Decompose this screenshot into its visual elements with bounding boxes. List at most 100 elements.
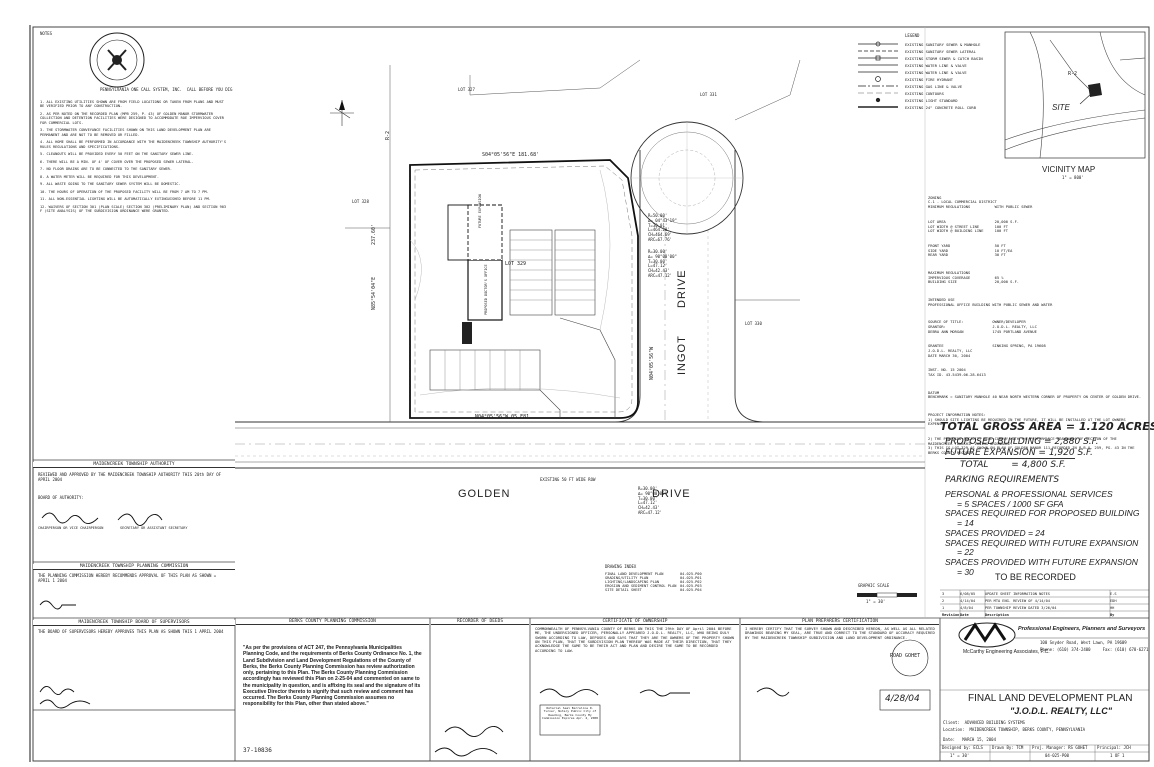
legend-list: EXISTING SANITARY SEWER & MANHOLE EXISTI… [905,41,983,111]
street-name-ingot-drive: DRIVE [676,269,688,308]
total-divider [945,458,1075,459]
bearing-left: N85°54'04"E [371,276,377,310]
street-name-ingot: INGOT [676,335,688,375]
authority-chair: CHAIRPERSON OR VICE CHAIRPERSON [38,526,104,530]
future-expansion: FUTURE EXPANSION = 1,920 S.F. [945,448,1093,458]
street-name-drive: DRIVE [652,488,691,500]
firm-phone: Phone: (610) 374-2400 Fax: (610) 678-627… [1040,647,1149,652]
authority-secretary: SECRETARY OR ASSISTANT SECRETARY [120,526,188,530]
preparer-date: 4/28/04 [885,694,920,704]
client-line: Client: ADVANCED BUILDING SYSTEMS [943,720,1025,725]
county-text: "As per the provisions of ACT 247, the P… [243,645,422,708]
existing-row-label: EXISTING 50 FT WIDE ROW [540,477,596,482]
note-item: 12. WAIVERS OF SECTION 301 (PLAN SCALE) … [40,204,227,214]
date-line: Date: MARCH 15, 2004 [943,737,996,742]
legend-item: EXISTING WATER LINE & VALVE [905,63,967,68]
note-item: 11. ALL NON-ESSENTIAL LIGHTING WILL BE A… [40,197,211,202]
drawing-index-title: DRAWING INDEX [605,564,637,569]
street-name-golden: GOLDEN [458,488,511,500]
authority-text: REVIEWED AND APPROVED BY THE MAIDENCREEK… [38,472,222,482]
ownership-text: COMMONWEALTH OF PENNSYLVANIA COUNTY OF B… [535,626,734,653]
deeds-title: RECORDER OF DEEDS [431,619,529,625]
legend-item: EXISTING GAS LINE & VALVE [905,84,963,89]
note-item: 4. ALL HOME SHALL BE PERFORMED IN ACCORD… [40,140,227,149]
curve-data-1: R=50.00'Δ= 04°43'19"T=30.01' L=464.28'CH… [648,213,677,242]
bearing-left-length: 237.60' [371,223,377,245]
sheet-number: 1 OF 1 [1110,753,1125,758]
note-item: 5. CLEANOUTS WILL BE PROVIDED EVERY 50 F… [40,152,194,157]
job-number: 04-025-P00 [1045,753,1070,758]
county-number: 37-10836 [243,747,272,754]
lot-label: LOT 330 [745,321,762,326]
engineer-seal: ROAD GOHET [890,653,921,659]
project-manager: Proj. Manager: RS GOHET [1032,745,1088,750]
building-label: PROPOSED DOCTOR'S OFFICE [484,264,488,315]
authority-title: MAIDENCREEK TOWNSHIP AUTHORITY [33,462,235,468]
curve-data-2: R=30.00'Δ= 90°00'00"T=30.00' L=47.12'CH=… [648,249,677,278]
parking-title: PARKING REQUIREMENTS [945,475,1060,485]
bearing-top: S04°05'56"E 181.68' [482,152,540,158]
to-be-recorded: TO BE RECORDED [995,572,1076,582]
vicinity-site-label: SITE [1052,103,1070,112]
project-name: "J.O.D.L. REALTY, LLC" [1010,706,1113,716]
lot-label: LOT 331 [700,92,717,97]
lot-label: LOT 328 [352,199,369,204]
bearing-right: N04°05'56"W [649,346,655,380]
supervisors-title: MAIDENCREEK TOWNSHIP BOARD OF SUPERVISOR… [33,620,235,626]
vicinity-title: VICINITY MAP [1042,165,1096,174]
planning-title: MAIDENCREEK TOWNSHIP PLANNING COMMISSION [33,564,235,570]
preparer-title: PLAN PREPARERS CERTIFICATION [741,619,939,625]
firm-address: 100 Snyder Road, West Lawn, PA 19609 [1040,640,1127,645]
ownership-title: CERTIFICATE OF OWNERSHIP [531,619,739,625]
vicinity-zone-label: R-2 [1068,71,1078,77]
legend-item: EXISTING CONTOURS [905,91,944,96]
firm-subtitle: Professional Engineers, Planners and Sur… [1018,626,1146,632]
legend-title: LEGEND [905,33,920,38]
graphic-scale-value: 1" = 30' [866,599,886,604]
notary-stamp: Notarial Seal Barreline D. Turner, Notar… [542,706,598,721]
designed-by: Designed by: ECLS [942,745,983,750]
expansion-label: FUTURE EXPANSION [478,194,482,228]
notes-list: 1. ALL EXISTING UTILITIES SHOWN ARE FROM… [40,100,230,217]
proposed-building: PROPOSED BUILDING = 2,880 S.F. [945,437,1099,447]
curve-data-3: R=30.00'Δ= 90°00'00"T=30.00' L=47.12'CH=… [638,486,667,515]
preparer-text: I HEREBY CERTIFY THAT THE SURVEY SHOWN A… [745,626,935,640]
legend-item: EXISTING SANITARY SEWER & MANHOLE [905,42,981,47]
note-item: 3. THE STORMWATER CONVEYANCE FACILITIES … [40,128,211,137]
supervisors-text: THE BOARD OF SUPERVISORS HEREBY APPROVES… [38,629,224,634]
one-call-text: PENNSYLVANIA ONE CALL SYSTEM, INC. CALL … [100,87,233,92]
vicinity-scale: 1" = 800' [1062,175,1084,180]
gross-area: TOTAL GROSS AREA = 1.120 ACRES [940,420,1154,433]
notes-label: NOTES [40,31,53,36]
note-item: 1. ALL EXISTING UTILITIES SHOWN ARE FROM… [40,100,224,109]
principal: Principal: JCH [1097,745,1131,750]
firm-name: McCarthy Engineering Associates, P.C. [963,649,1050,655]
drawing-scale: 1" = 30' [950,753,970,758]
zone-label: R-2 [385,130,391,140]
authority-board: BOARD OF AUTHORITY: [38,495,84,500]
note-item: 7. NO FLOOR DRAINS ARE TO BE CONNECTED T… [40,167,172,172]
graphic-scale-title: GRAPHIC SCALE [858,583,890,588]
legend-item: EXISTING FIRE HYDRANT [905,77,954,82]
note-item: 6. THERE WILL BE A MIN. OF 4' OF COVER O… [40,159,194,164]
legend-item: EXISTING SANITARY SEWER LATERAL [905,49,976,54]
legend-item: EXISTING 24" CONCRETE ROLL CURB [905,105,976,110]
legend-item: EXISTING WATER LINE & VALVE [905,70,967,75]
note-item: 2. AS PER NOTED ON THE RECORDED PLAN (MP… [40,111,224,125]
location-line: Location: MAIDENCREEK TOWNSHIP, BERKS CO… [943,727,1086,732]
total-area: TOTAL = 4,800 S.F. [960,460,1066,470]
legend-item: EXISTING STORM SEWER & CATCH BASIN [905,56,983,61]
